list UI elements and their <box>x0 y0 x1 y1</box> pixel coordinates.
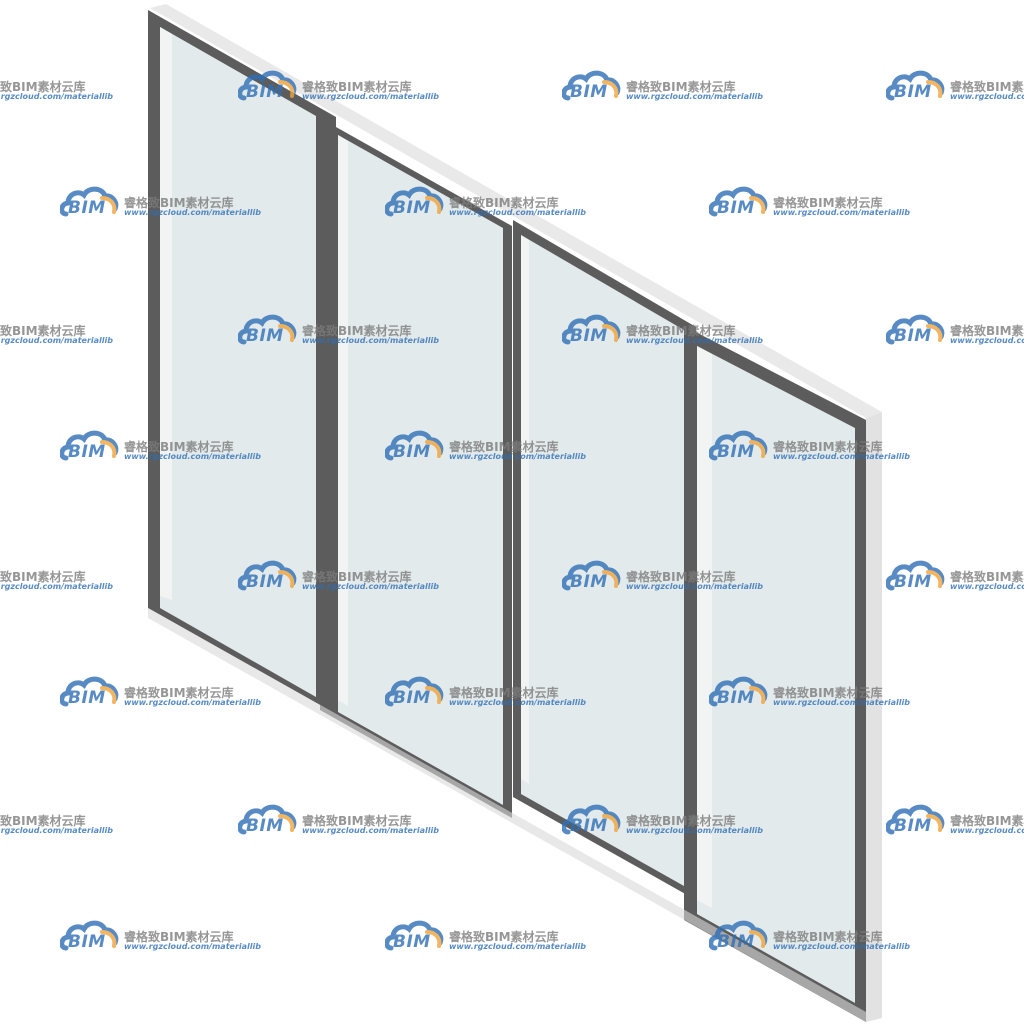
panel-1-glass <box>160 27 316 697</box>
panel-4-glass <box>697 346 855 1003</box>
window-panel-3 <box>513 220 696 900</box>
panel-2-glass <box>338 135 503 805</box>
panel-2-reveal <box>338 135 348 706</box>
wall-right-edge <box>866 412 882 1022</box>
window-panel-1 <box>148 10 336 714</box>
window-panel-4 <box>684 326 866 1022</box>
panel-4-reveal <box>697 346 712 908</box>
panel-3-reveal <box>521 235 529 784</box>
window-panel-2 <box>320 118 512 818</box>
wall-top-edge <box>150 4 882 418</box>
panel-3-glass <box>521 235 684 886</box>
panel-1-reveal <box>160 27 172 600</box>
sill-edge <box>148 608 866 1022</box>
